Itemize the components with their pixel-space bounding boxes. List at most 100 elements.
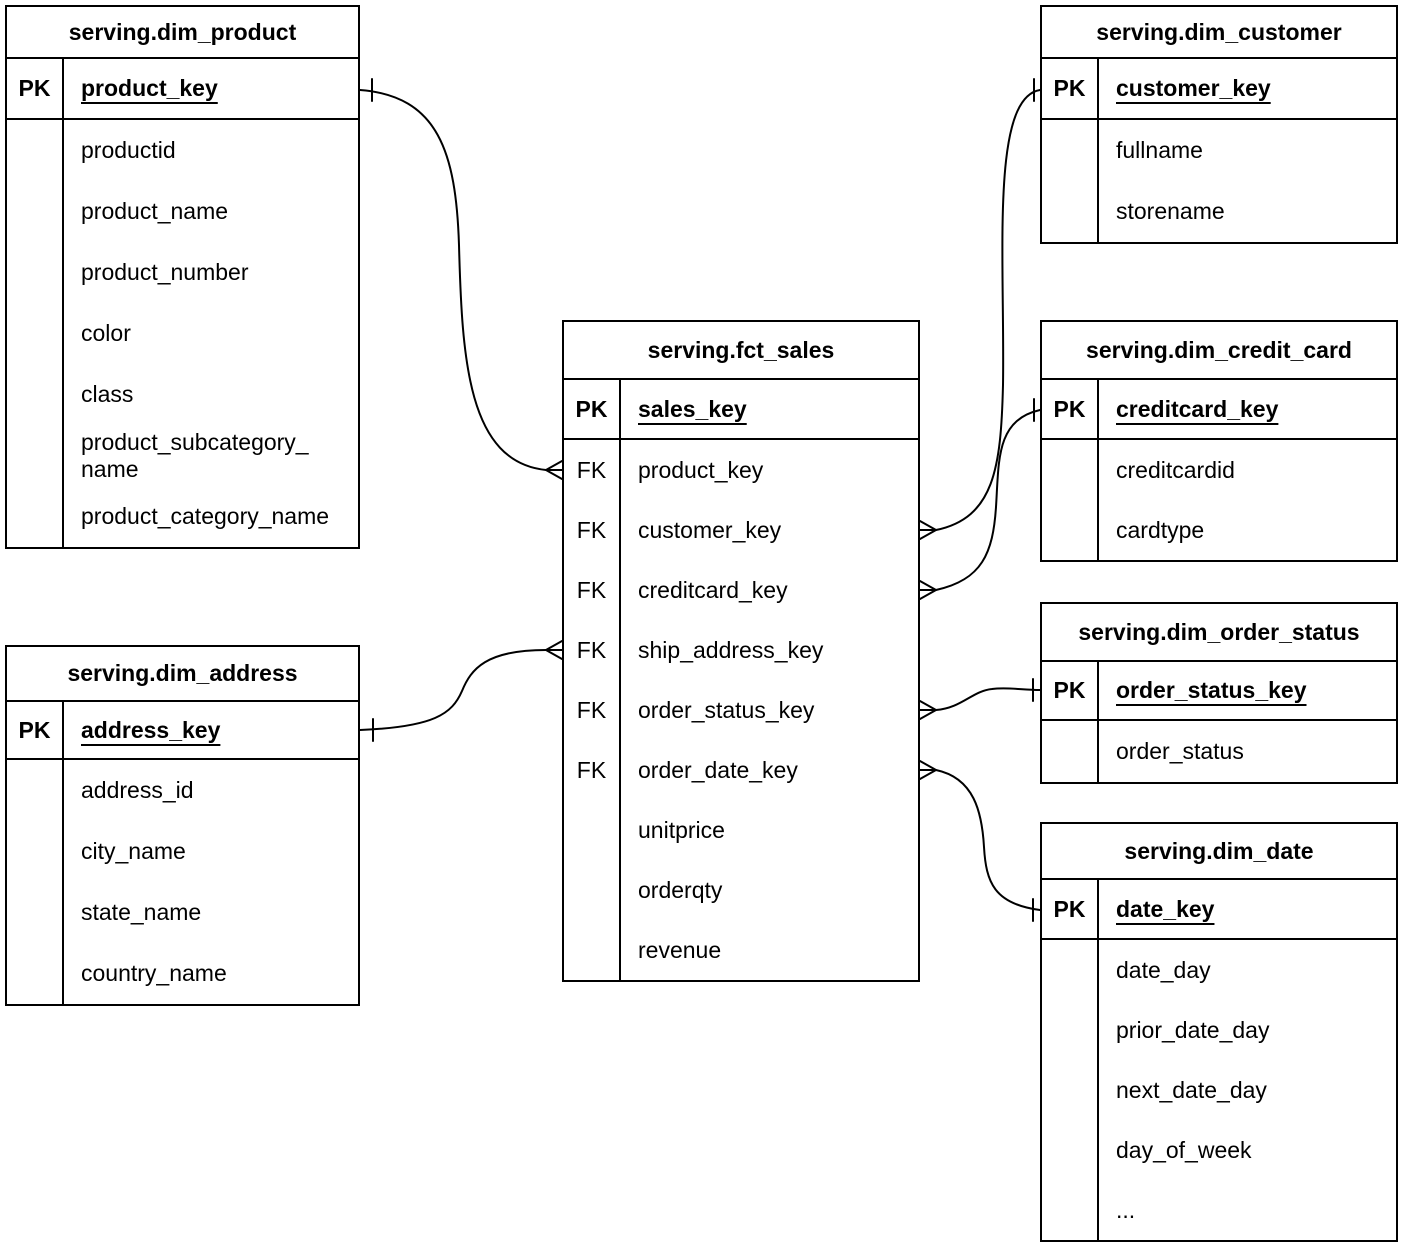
table-title: serving.dim_date — [1042, 824, 1396, 880]
pk-label: PK — [7, 702, 64, 758]
key-label — [7, 486, 64, 547]
pk-label: PK — [1042, 880, 1099, 938]
field-name: state_name — [81, 899, 202, 925]
pk-label: PK — [7, 59, 64, 118]
key-label — [1042, 940, 1099, 1000]
field-name: product_name — [81, 198, 229, 224]
table-dim-customer: serving.dim_customer PK customer_key ful… — [1040, 5, 1398, 244]
field-name: date_day — [1116, 956, 1211, 983]
crow-foot-sales-product-key — [545, 460, 563, 480]
table-dim-credit-card: serving.dim_credit_card PK creditcard_ke… — [1040, 320, 1398, 562]
key-label — [7, 181, 64, 242]
field-name: product_number — [81, 259, 249, 285]
field-name: revenue — [638, 936, 722, 963]
key-label — [7, 364, 64, 425]
table-dim-order-status: serving.dim_order_status PK order_status… — [1040, 602, 1398, 784]
key-label — [7, 303, 64, 364]
table-title: serving.dim_credit_card — [1042, 322, 1396, 380]
key-label — [564, 920, 621, 980]
key-label — [7, 242, 64, 303]
pk-field-name: address_key — [81, 716, 221, 743]
pk-label: PK — [1042, 59, 1099, 118]
field-name: product_subcategory_ name — [81, 428, 309, 482]
key-label — [564, 800, 621, 860]
field-name: productid — [81, 137, 176, 163]
key-label — [7, 760, 64, 821]
table-title: serving.dim_order_status — [1042, 604, 1396, 662]
field-name: country_name — [81, 960, 227, 986]
pk-field-name: product_key — [81, 75, 218, 101]
field-name: next_date_day — [1116, 1076, 1267, 1103]
field-name: address_id — [81, 777, 194, 803]
pk-label: PK — [564, 380, 621, 438]
field-name: product_key — [638, 456, 764, 483]
key-label — [1042, 1060, 1099, 1120]
field-name: product_category_name — [81, 503, 330, 529]
field-name: orderqty — [638, 876, 723, 903]
key-label — [7, 882, 64, 943]
table-title: serving.fct_sales — [564, 322, 918, 380]
field-name: order_status — [1116, 738, 1244, 764]
pk-label: PK — [1042, 662, 1099, 719]
field-name: ... — [1116, 1196, 1136, 1223]
key-label — [1042, 120, 1099, 181]
field-name: color — [81, 320, 131, 346]
relationship-sales-credit-card — [935, 409, 1041, 591]
fk-label: FK — [564, 500, 621, 560]
field-name: ship_address_key — [638, 636, 824, 663]
pk-field-name: order_status_key — [1116, 677, 1307, 703]
field-name: customer_key — [638, 516, 782, 543]
field-name: unitprice — [638, 816, 725, 843]
field-name: storename — [1116, 198, 1225, 224]
fk-label: FK — [564, 560, 621, 620]
key-label — [1042, 181, 1099, 242]
key-label — [1042, 1120, 1099, 1180]
fk-label: FK — [564, 620, 621, 680]
table-title: serving.dim_product — [7, 7, 358, 59]
relationship-sales-customer — [935, 89, 1041, 531]
field-name: creditcard_key — [638, 576, 788, 603]
key-label — [1042, 1180, 1099, 1240]
key-label — [7, 943, 64, 1004]
field-name: prior_date_day — [1116, 1016, 1270, 1043]
relationship-sales-date — [935, 769, 1041, 911]
fk-label: FK — [564, 440, 621, 500]
field-name: day_of_week — [1116, 1136, 1252, 1163]
table-dim-product: serving.dim_product PK product_key produ… — [5, 5, 360, 549]
key-label — [1042, 1000, 1099, 1060]
crow-foot-sales-order-status-key — [919, 700, 937, 720]
table-dim-date: serving.dim_date PK date_key date_day pr… — [1040, 822, 1398, 1242]
field-name: creditcardid — [1116, 456, 1235, 483]
pk-field-name: creditcard_key — [1116, 395, 1279, 422]
table-fct-sales: serving.fct_sales PK sales_key FK produc… — [562, 320, 920, 982]
crow-foot-sales-creditcard-key — [919, 580, 937, 600]
key-label — [7, 821, 64, 882]
crow-foot-sales-customer-key — [919, 520, 937, 540]
relationship-product-sales — [359, 89, 547, 471]
field-name: city_name — [81, 838, 186, 864]
relationship-address-sales — [359, 649, 547, 731]
fk-label: FK — [564, 680, 621, 740]
pk-label: PK — [1042, 380, 1099, 438]
crow-foot-sales-ship-address-key — [545, 640, 563, 660]
field-name: class — [81, 381, 134, 407]
crow-foot-sales-order-date-key — [919, 760, 937, 780]
key-label — [1042, 500, 1099, 560]
table-title: serving.dim_address — [7, 647, 358, 702]
pk-field-name: customer_key — [1116, 75, 1271, 101]
relationship-sales-order-status — [935, 687, 1041, 711]
field-name: order_date_key — [638, 756, 798, 783]
key-label — [564, 860, 621, 920]
key-label — [7, 425, 64, 486]
table-title: serving.dim_customer — [1042, 7, 1396, 59]
table-dim-address: serving.dim_address PK address_key addre… — [5, 645, 360, 1006]
field-name: fullname — [1116, 137, 1203, 163]
field-name: cardtype — [1116, 516, 1205, 543]
field-name: order_status_key — [638, 696, 815, 723]
fk-label: FK — [564, 740, 621, 800]
key-label — [1042, 721, 1099, 782]
key-label — [1042, 440, 1099, 500]
pk-field-name: date_key — [1116, 895, 1215, 922]
pk-field-name: sales_key — [638, 395, 747, 422]
key-label — [7, 120, 64, 181]
